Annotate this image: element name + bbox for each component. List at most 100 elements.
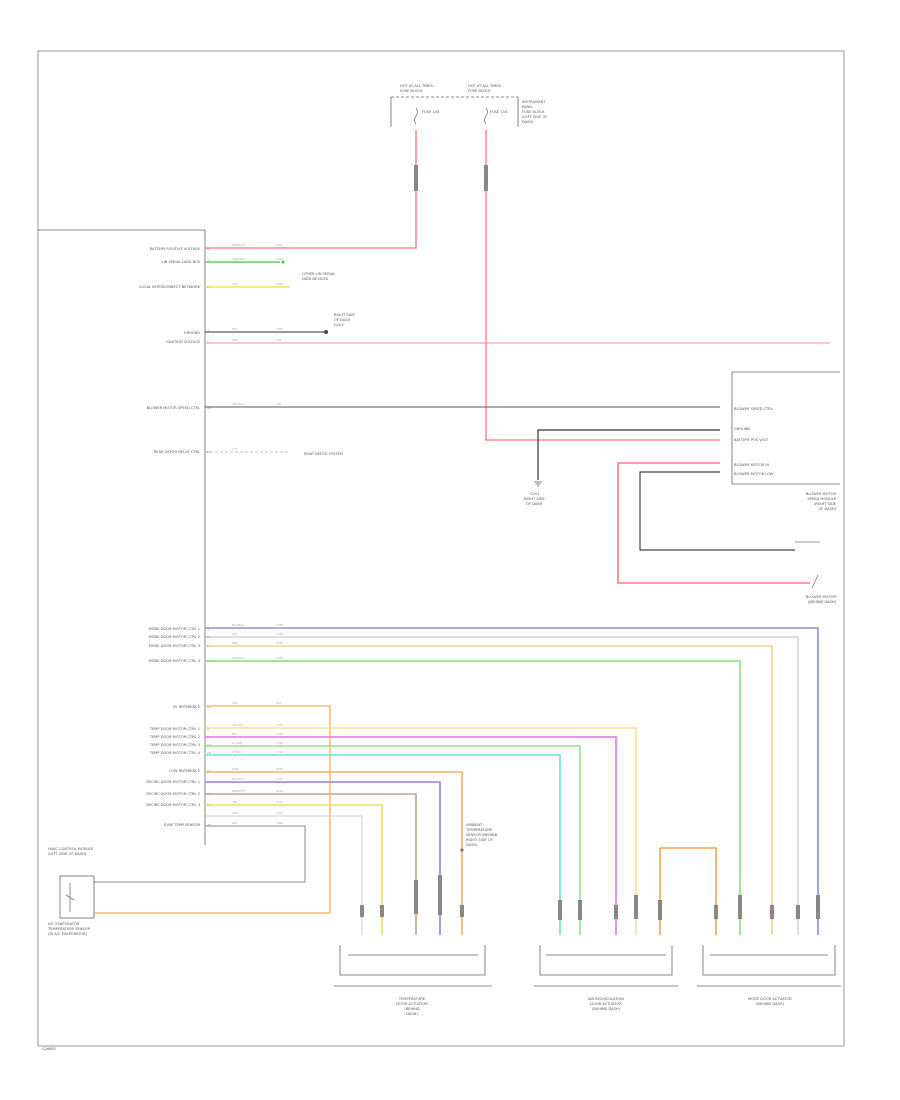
svg-text:PNK: PNK: [232, 338, 238, 342]
air-recirculation-door-actuator: AIR RECIRCULATION DOOR ACTUATOR (BEHIND …: [534, 945, 678, 1011]
svg-text:PPL: PPL: [232, 732, 237, 736]
svg-text:BLOWER MOTOR SPEED CTRL: BLOWER MOTOR SPEED CTRL: [147, 406, 200, 410]
svg-text:1783: 1783: [276, 623, 283, 627]
svg-text:RECIRC DOOR MOTOR CTRL 2: RECIRC DOOR MOTOR CTRL 2: [146, 792, 200, 796]
svg-text:MODE DOOR MOTOR CTRL 1: MODE DOOR MOTOR CTRL 1: [149, 627, 200, 631]
wire-mode-2: [205, 636, 799, 935]
svg-text:1795: 1795: [276, 750, 283, 754]
svg-text:16: 16: [207, 751, 211, 755]
svg-text:GRY/BLK: GRY/BLK: [232, 402, 244, 406]
svg-text:3100: 3100: [276, 789, 283, 793]
svg-text:RIGHT SIDE: RIGHT SIDE: [524, 497, 545, 501]
svg-text:OTHER LIN SERIAL: OTHER LIN SERIAL: [302, 272, 335, 276]
wire-low-ref: [205, 771, 463, 935]
svg-text:1960: 1960: [276, 821, 283, 825]
wire-battery: [205, 130, 417, 249]
hvac-output-labels: MODE DOOR MOTOR CTRL 1 MODE DOOR MOTOR C…: [146, 627, 200, 827]
wire-mode-4: [205, 660, 741, 935]
wire-temp-1: [205, 727, 637, 935]
wire-temp-3: [205, 745, 581, 935]
motor-icon: [795, 541, 820, 589]
wire-mode-actuator: [660, 847, 717, 935]
svg-text:21: 21: [207, 450, 211, 454]
wire-evap-sensor: [94, 825, 306, 883]
svg-text:BATTERY POS VOLT: BATTERY POS VOLT: [734, 438, 769, 442]
svg-text:BRN: BRN: [232, 641, 238, 645]
svg-text:AIR RECIRCULATION: AIR RECIRCULATION: [588, 997, 624, 1001]
svg-text:TEMP DOOR MOTOR CTRL 4: TEMP DOOR MOTOR CTRL 4: [149, 751, 201, 755]
svg-text:GRY: GRY: [232, 821, 238, 825]
wire-temp-2: [205, 736, 617, 935]
svg-text:6310: 6310: [276, 767, 283, 771]
rear-defog-note: REAR DEFOG SYSTEM: [304, 452, 343, 456]
svg-text:TAN: TAN: [231, 282, 238, 286]
svg-text:MODE DOOR MOTOR CTRL 3: MODE DOOR MOTOR CTRL 3: [149, 644, 200, 648]
svg-text:TEMP DOOR MOTOR CTRL 2: TEMP DOOR MOTOR CTRL 2: [149, 735, 200, 739]
svg-text:3: 3: [207, 627, 209, 631]
fuse-1-rating: FUSE 10A: [422, 110, 440, 114]
svg-text:BLOWER MOTOR LOW: BLOWER MOTOR LOW: [734, 472, 774, 476]
svg-text:DOOR ACTUATOR: DOOR ACTUATOR: [396, 1002, 428, 1006]
svg-text:RECIRC DOOR MOTOR CTRL 1: RECIRC DOOR MOTOR CTRL 1: [146, 780, 200, 784]
ground-icon: [324, 330, 328, 334]
connectors: [360, 165, 820, 920]
fuse-2-line2: FUSE BLOCK: [468, 89, 491, 93]
svg-text:TEMPERATURE SENSOR: TEMPERATURE SENSOR: [47, 927, 91, 931]
svg-text:(LEFT SIDE OF DASH): (LEFT SIDE OF DASH): [48, 852, 87, 856]
svg-text:1: 1: [207, 340, 209, 344]
svg-text:TEMP DOOR MOTOR CTRL 1: TEMP DOOR MOTOR CTRL 1: [149, 727, 200, 731]
svg-text:GROUND: GROUND: [184, 331, 200, 335]
svg-text:5V REFERENCE: 5V REFERENCE: [173, 705, 201, 709]
wire-blower-low: [639, 471, 795, 551]
svg-text:1784: 1784: [276, 656, 283, 660]
svg-text:439: 439: [276, 338, 282, 342]
svg-text:EVAP TEMP SENSOR: EVAP TEMP SENSOR: [164, 823, 200, 827]
svg-text:RECIRC DOOR MOTOR CTRL 3: RECIRC DOOR MOTOR CTRL 3: [146, 803, 200, 807]
diagram-frame: [37, 50, 845, 1047]
svg-text:TAN: TAN: [231, 701, 238, 705]
svg-text:OF DASH: OF DASH: [526, 502, 542, 506]
svg-text:(BEHIND DASH): (BEHIND DASH): [756, 1002, 785, 1006]
wire-blower-hi: [617, 462, 810, 584]
svg-text:4: 4: [207, 727, 209, 731]
svg-text:BATTERY POSITIVE VOLTAGE: BATTERY POSITIVE VOLTAGE: [150, 247, 201, 251]
fuse-block: HOT AT ALL TIMES FUSE BLOCK HOT AT ALL T…: [390, 84, 547, 127]
ground2-icon: [534, 481, 542, 487]
svg-text:GRN/WHT: GRN/WHT: [232, 257, 246, 261]
wire-recirc-2: [205, 793, 417, 935]
svg-text:(BEHIND: (BEHIND: [404, 1007, 420, 1011]
svg-text:BLOWER SPEED CTRL: BLOWER SPEED CTRL: [734, 407, 773, 411]
svg-text:YEL/BLK: YEL/BLK: [232, 723, 243, 727]
svg-text:MODE DOOR MOTOR CTRL 4: MODE DOOR MOTOR CTRL 4: [149, 659, 201, 663]
wire-recirc-4: [205, 815, 363, 935]
temperature-door-actuator: TEMPERATURE DOOR ACTUATOR (BEHIND DASH): [334, 945, 492, 1016]
svg-text:RIGHT SIDE OF: RIGHT SIDE OF: [466, 838, 493, 842]
fuse-1-line1: HOT AT ALL TIMES: [400, 84, 434, 88]
svg-text:REAR DEFOG RELAY CTRL: REAR DEFOG RELAY CTRL: [154, 450, 200, 454]
svg-text:BLU/WHT: BLU/WHT: [232, 777, 245, 781]
svg-text:11: 11: [207, 769, 211, 773]
svg-text:MODE DOOR ACTUATOR: MODE DOOR ACTUATOR: [748, 997, 792, 1001]
wire-mode-3: [205, 645, 773, 935]
svg-text:3101: 3101: [276, 800, 283, 804]
sensor-note: AMBIENT TEMPERATURE SENSOR (BEHIND RIGHT…: [460, 823, 498, 852]
svg-text:19: 19: [207, 406, 211, 410]
wire-recirc-3: [205, 804, 383, 935]
fuse-2-rating: FUSE 15A: [490, 110, 508, 114]
svg-text:TEMPERATURE: TEMPERATURE: [398, 997, 426, 1001]
svg-text:WHT: WHT: [232, 811, 239, 815]
svg-text:BRN/WHT: BRN/WHT: [232, 789, 246, 793]
svg-text:BLK: BLK: [232, 327, 237, 331]
svg-text:(LEFT SIDE OF: (LEFT SIDE OF: [522, 115, 547, 119]
fuse-1-icon: [414, 107, 418, 125]
svg-text:FUSE BLOCK: FUSE BLOCK: [522, 110, 545, 114]
svg-text:ORN: ORN: [232, 767, 238, 771]
ground2-note: G201 RIGHT SIDE OF DASH: [524, 481, 545, 506]
svg-text:DASH): DASH): [406, 1012, 418, 1016]
svg-text:GRY: GRY: [232, 632, 238, 636]
svg-text:1797: 1797: [276, 732, 283, 736]
svg-text:BLOWER MOTOR: BLOWER MOTOR: [806, 492, 837, 496]
hvac-input-labels: BATTERY POSITIVE VOLTAGE LIN SERIAL DATA…: [139, 247, 200, 454]
